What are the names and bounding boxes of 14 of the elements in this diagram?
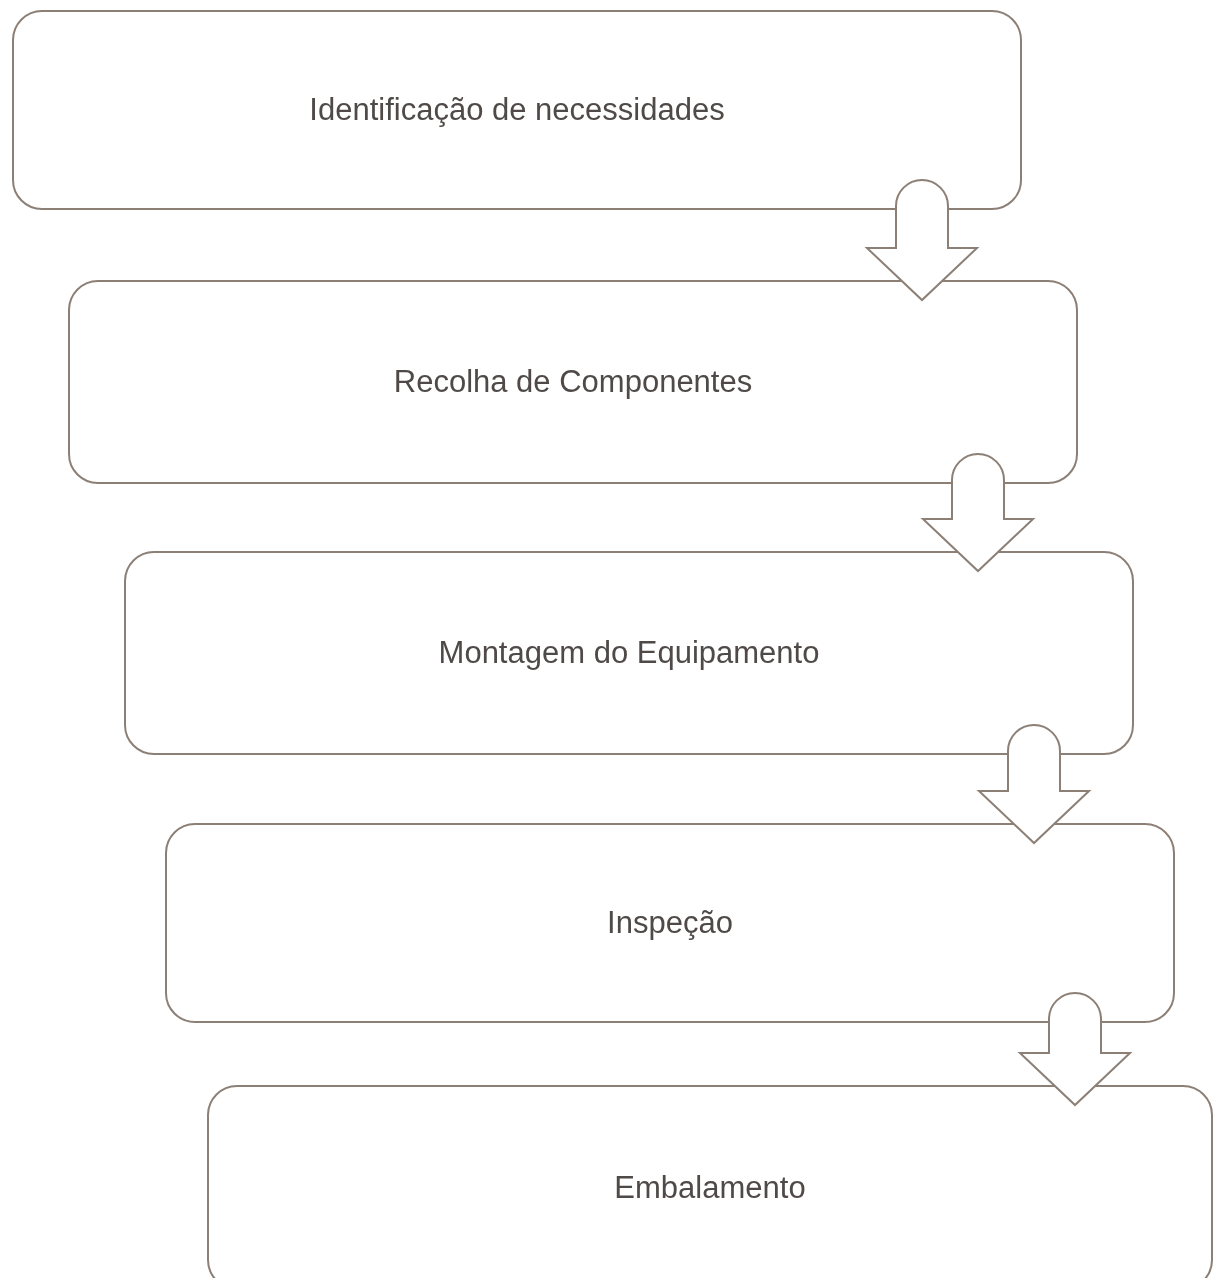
process-box [207, 1085, 1213, 1278]
step-label: Embalamento [614, 1169, 806, 1206]
step-label: Recolha de Componentes [393, 364, 753, 400]
step-label: Identificação de necessidades [309, 92, 725, 128]
process-box [165, 823, 1175, 1023]
block-arrow [1019, 992, 1131, 1106]
process-box [124, 551, 1134, 755]
step-label: Inspeção [607, 905, 733, 941]
block-arrow [978, 724, 1090, 844]
block-arrow [866, 179, 978, 301]
process-box [68, 280, 1078, 484]
block-arrow [922, 453, 1034, 572]
step-label: Montagem do Equipamento [438, 635, 820, 671]
process-box [12, 10, 1022, 210]
